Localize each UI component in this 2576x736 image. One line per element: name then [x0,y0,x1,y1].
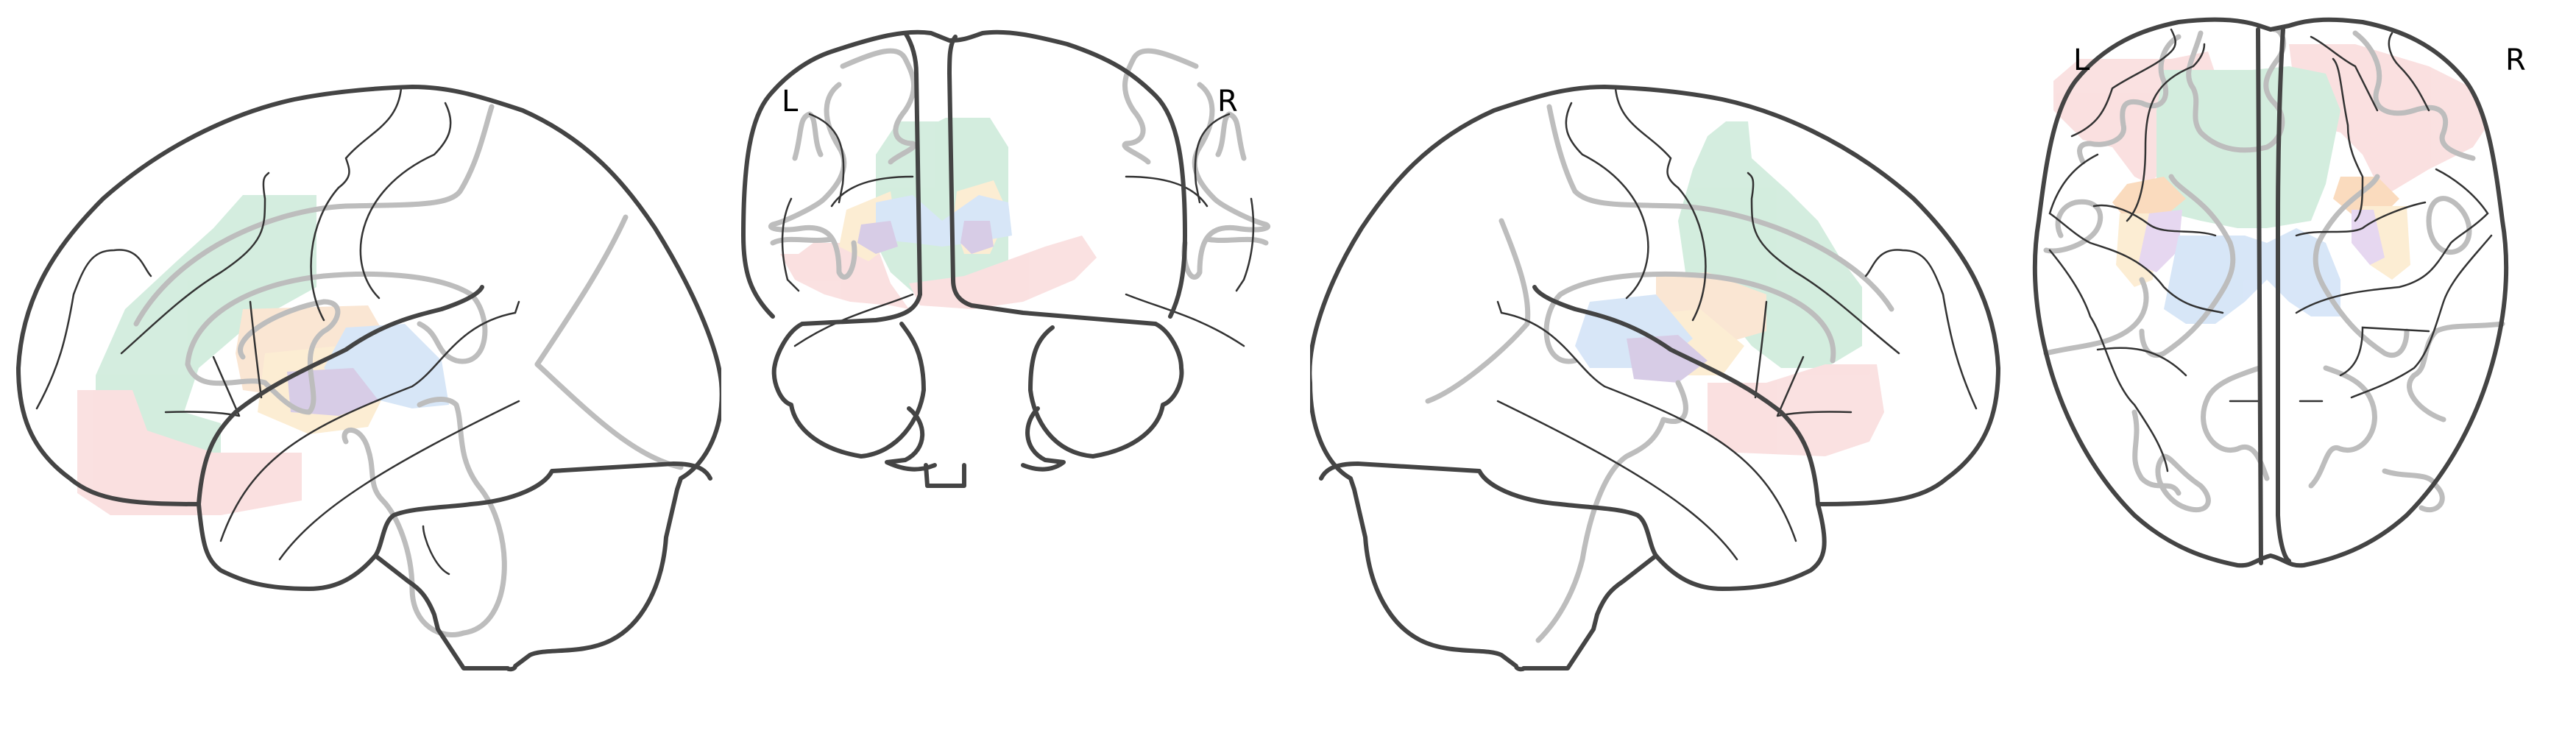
inner-contour [2043,277,2149,356]
sulcus-line [1496,400,1738,561]
inner-contour [2313,174,2410,358]
sulcus-line [422,525,450,576]
sulcus-line [1565,102,1649,300]
inner-contour [2352,30,2476,161]
sulcus-line [808,113,914,208]
sagittal-right-svg [1310,85,2000,672]
inner-contour [1181,82,1270,280]
light-orange-region [258,346,390,434]
coronal-view: L R [729,0,1310,736]
sulcus-line [2332,57,2364,222]
inner-contour [133,104,495,327]
right-hemisphere-label: R [2505,43,2526,77]
inner-contour [185,271,488,367]
midline [800,31,1158,326]
orange-region [1656,272,1766,346]
sulcus-line [793,293,1245,347]
sulcus-line [2092,204,2217,237]
inner-contour [2186,26,2287,153]
brain-outline [1310,85,2000,672]
inner-contour [534,361,684,470]
left-hemisphere-label: L [2073,43,2090,77]
inner-contour [2308,365,2377,489]
cerebellum-outline [1028,322,1184,459]
orange-region [2112,177,2186,221]
inner-contour [1546,104,1894,312]
sagittal-left-view [0,0,721,736]
inner-contour [2426,196,2472,255]
sulcus-line [2096,326,2430,377]
sulcus-line [2350,234,2493,399]
sulcus-line [2070,28,2176,138]
inner-contour [2201,365,2270,481]
sulcus-line [120,171,270,355]
sagittal-right-view [1310,0,2017,736]
light-orange-region [1627,309,1744,375]
inner-contour [1425,218,1531,404]
brain-outline [741,29,1187,319]
blue-region [1575,294,1693,368]
sulcus-line [2295,168,2489,314]
sulcus-line [1496,300,1797,542]
inner-contour [2407,321,2505,422]
pink-region [2053,52,2215,184]
coronal-svg [741,29,1270,488]
axial-view: L R [2017,0,2576,736]
sulcus-line [1614,87,1707,322]
sulcus-line [1864,249,1978,410]
blue-region [2164,228,2340,324]
inner-contour [2155,453,2211,513]
sulcus-line [2126,43,2206,222]
midline [2256,27,2291,565]
inner-contour [840,48,917,165]
purple-region [1627,335,1708,383]
green-region [876,118,1008,302]
inner-contour [2382,468,2445,513]
light-orange-region [953,180,1008,254]
blue-region [876,195,1012,247]
cerebellum-outline [771,322,926,459]
green-region [1678,121,1862,368]
brain-outline [2032,17,2509,568]
sulcus-line [310,87,403,322]
pink-region [2289,44,2488,191]
sylvian-fissure [197,285,484,506]
purple-region [2352,210,2385,265]
pink-region [77,390,302,515]
inner-contour [1535,380,1688,643]
axial-svg [2032,17,2509,568]
sulcus-line [2048,249,2169,473]
inner-contour [2077,34,2182,165]
inner-contour [1122,48,1199,165]
sulcus-line [219,300,520,542]
sulcus-line [2048,153,2224,314]
sulcus-line [781,197,1255,292]
sulcus-line [1747,171,1900,355]
inner-contour [2043,199,2103,254]
sulcus-line [2310,32,2430,112]
cerebellum-outline [1319,461,1658,558]
inner-contour [768,82,857,280]
green-region [2156,66,2340,228]
pink-region [1708,364,1884,456]
right-hemisphere-label: R [1217,85,1238,118]
inner-contour [534,214,629,367]
sulcus-line [359,102,452,300]
light-orange-region [2363,206,2410,280]
green-region [96,195,316,471]
sulcus-line [35,249,152,410]
sulcus-line [1125,113,1231,208]
sulcus-line [278,400,520,561]
purple-region [857,221,898,254]
orange-region [2333,177,2399,217]
inner-contour [2131,409,2182,496]
sagittal-left-svg [16,85,721,672]
cerebellum-outline [373,461,712,558]
purple-region [960,221,994,254]
left-hemisphere-label: L [782,85,799,118]
brainstem-outline [885,406,1066,488]
sulcus-line [2295,201,2427,237]
brain-outline [16,85,721,672]
sylvian-fissure [1532,285,1820,506]
